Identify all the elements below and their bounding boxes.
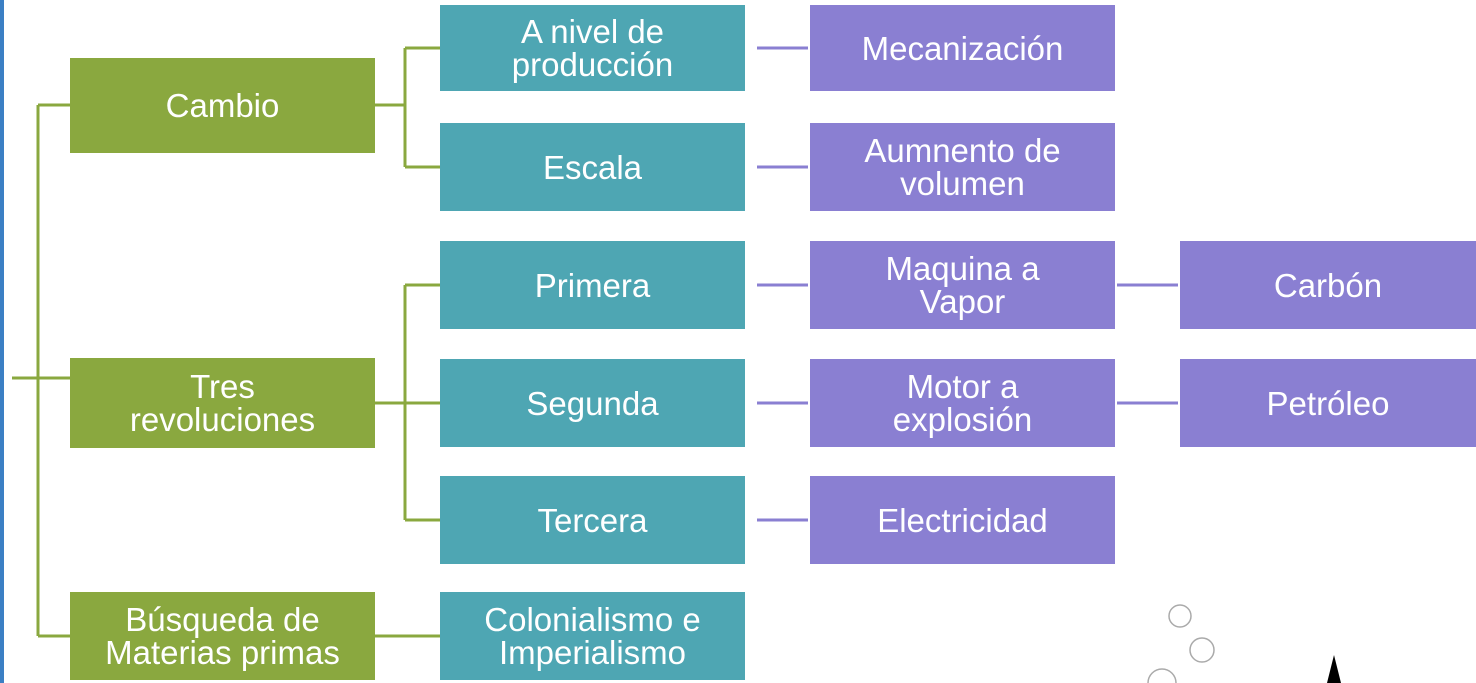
node-carbon: Carbón (1180, 241, 1476, 329)
left-accent-rule (0, 0, 4, 683)
node-colonialismo-e-imperialismo: Colonialismo e Imperialismo (440, 592, 745, 680)
node-escala: Escala (440, 123, 745, 211)
node-tres-revoluciones: Tres revoluciones (70, 358, 375, 448)
node-electricidad: Electricidad (810, 476, 1115, 564)
node-petroleo: Petróleo (1180, 359, 1476, 447)
node-cambio: Cambio (70, 58, 375, 153)
node-aumento-de-volumen: Aumnento de volumen (810, 123, 1115, 211)
node-motor-a-explosion: Motor a explosión (810, 359, 1115, 447)
tres-bracket (375, 283, 440, 522)
node-primera: Primera (440, 241, 745, 329)
node-segunda: Segunda (440, 359, 745, 447)
root-bracket (12, 103, 70, 638)
node-mecanizacion: Mecanización (810, 5, 1115, 91)
decorative-circle-3 (1147, 668, 1177, 683)
node-tercera: Tercera (440, 476, 745, 564)
node-maquina-a-vapor: Maquina a Vapor (810, 241, 1115, 329)
node-a-nivel-de-produccion: A nivel de producción (440, 5, 745, 91)
decorative-circle-2 (1189, 637, 1215, 663)
decorative-spike (1327, 655, 1341, 683)
cambio-bracket (375, 46, 440, 169)
decorative-circle-1 (1168, 604, 1192, 628)
node-busqueda-materias-primas: Búsqueda de Materias primas (70, 592, 375, 680)
